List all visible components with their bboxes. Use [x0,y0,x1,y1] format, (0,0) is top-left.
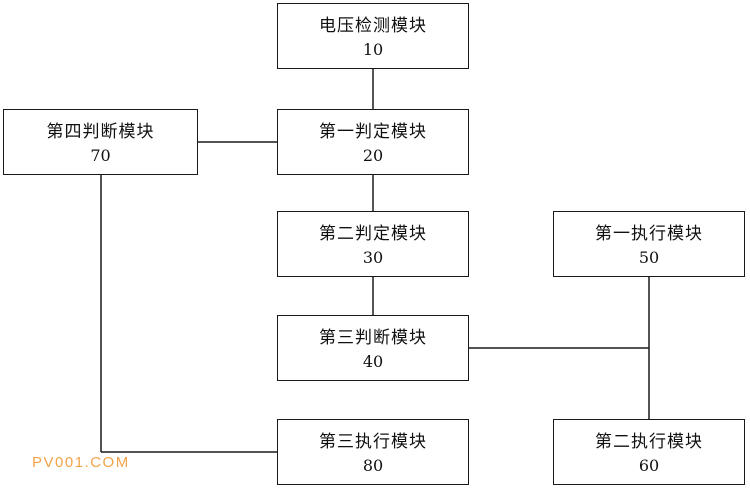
module-code: 60 [638,456,660,475]
module-code: 30 [362,248,384,267]
first-execution-module: 第一执行模块 50 [553,211,745,277]
third-judgment-module: 第三判断模块 40 [277,315,469,381]
module-name: 第二判定模块 [319,224,427,244]
module-name: 第三执行模块 [319,432,427,452]
module-name: 第二执行模块 [595,432,703,452]
module-code: 50 [638,248,660,267]
module-code: 20 [362,146,384,165]
first-determination-module: 第一判定模块 20 [277,109,469,175]
module-name: 第一判定模块 [319,122,427,142]
module-code: 40 [362,352,384,371]
third-execution-module: 第三执行模块 80 [277,419,469,485]
fourth-judgment-module: 第四判断模块 70 [3,109,198,175]
module-name: 第一执行模块 [595,224,703,244]
module-code: 80 [362,456,384,475]
second-determination-module: 第二判定模块 30 [277,211,469,277]
module-name: 第四判断模块 [46,122,155,142]
second-execution-module: 第二执行模块 60 [553,419,745,485]
module-code: 10 [362,40,384,59]
watermark: PV001.COM [32,454,130,471]
module-name: 电压检测模块 [319,16,427,36]
module-code: 70 [90,146,111,165]
voltage-detection-module: 电压检测模块 10 [277,3,469,69]
module-name: 第三判断模块 [319,328,427,348]
